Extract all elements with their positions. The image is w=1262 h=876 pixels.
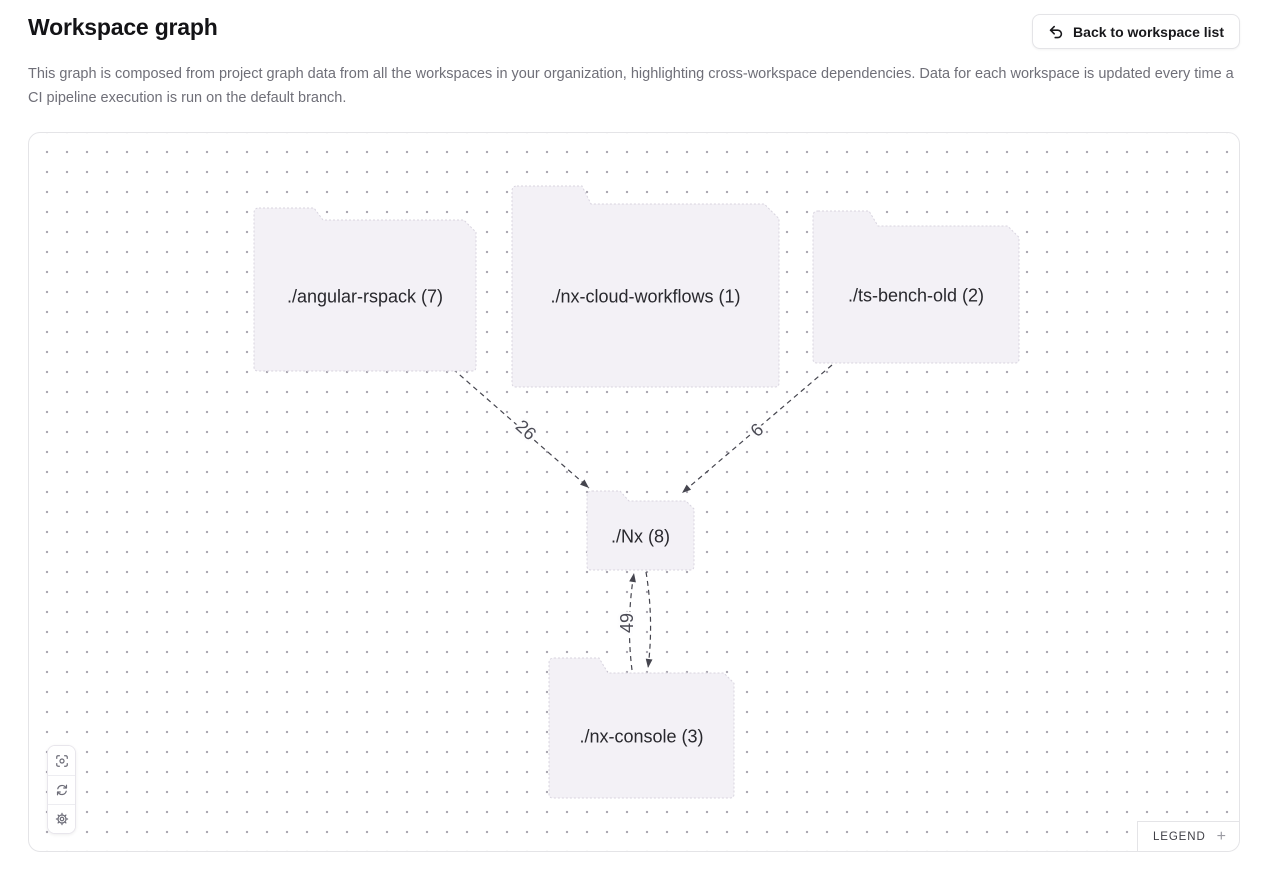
node-label-nx: ./Nx (8): [611, 527, 670, 547]
edge-ts-bench-old-to-nx: [681, 364, 833, 494]
node-label-angular-rspack: ./angular-rspack (7): [287, 287, 443, 307]
edge-arrowhead: [645, 658, 653, 668]
undo-arrow-icon: [1048, 24, 1064, 40]
edge-nx-console-to-nx: [628, 572, 635, 671]
center-graph-button[interactable]: [48, 746, 75, 775]
edge-arrowhead: [682, 484, 692, 493]
plus-icon: +: [1216, 827, 1226, 845]
node-label-nx-console: ./nx-console (3): [579, 727, 703, 747]
workspace-graph-svg: 26 6 49 ./angular-rspack (7) ./nx-cloud-work…: [253, 185, 1020, 799]
refresh-icon: [55, 783, 69, 797]
gear-icon: [55, 812, 69, 826]
edge-angular-rspack-to-nx: [452, 368, 590, 489]
node-angular-rspack[interactable]: [253, 207, 477, 372]
back-to-workspace-list-button[interactable]: Back to workspace list: [1032, 14, 1240, 49]
node-label-ts-bench-old: ./ts-bench-old (2): [848, 286, 984, 306]
node-ts-bench-old[interactable]: [812, 210, 1020, 364]
edge-count-ts-bench-old-to-nx: 6: [747, 419, 768, 441]
workspace-graph-canvas[interactable]: 26 6 49 ./angular-rspack (7) ./nx-cloud-work…: [28, 132, 1240, 852]
page-description: This graph is composed from project grap…: [28, 66, 1234, 106]
edge-count-nx-console-to-nx: 49: [617, 613, 637, 633]
node-nx-cloud-workflows[interactable]: [511, 185, 780, 388]
node-label-nx-cloud-workflows: ./nx-cloud-workflows (1): [550, 287, 740, 307]
page-header: Workspace graph Back to workspace list T…: [0, 0, 1262, 110]
edge-arrowhead: [629, 573, 636, 583]
focus-icon: [55, 754, 69, 768]
node-nx[interactable]: [586, 490, 695, 571]
legend-toggle[interactable]: LEGEND +: [1136, 821, 1239, 851]
page-title: Workspace graph: [28, 14, 218, 40]
edge-nx-to-nx-console: [645, 571, 652, 669]
back-button-label: Back to workspace list: [1073, 23, 1224, 40]
node-nx-console[interactable]: [548, 657, 735, 799]
canvas-toolbar: [47, 745, 76, 834]
graph-settings-button[interactable]: [48, 804, 75, 833]
edge-arrowhead: [579, 479, 589, 488]
refresh-graph-button[interactable]: [48, 775, 75, 804]
legend-label: LEGEND: [1152, 830, 1206, 843]
edge-count-angular-rspack-to-nx: 26: [512, 416, 540, 444]
